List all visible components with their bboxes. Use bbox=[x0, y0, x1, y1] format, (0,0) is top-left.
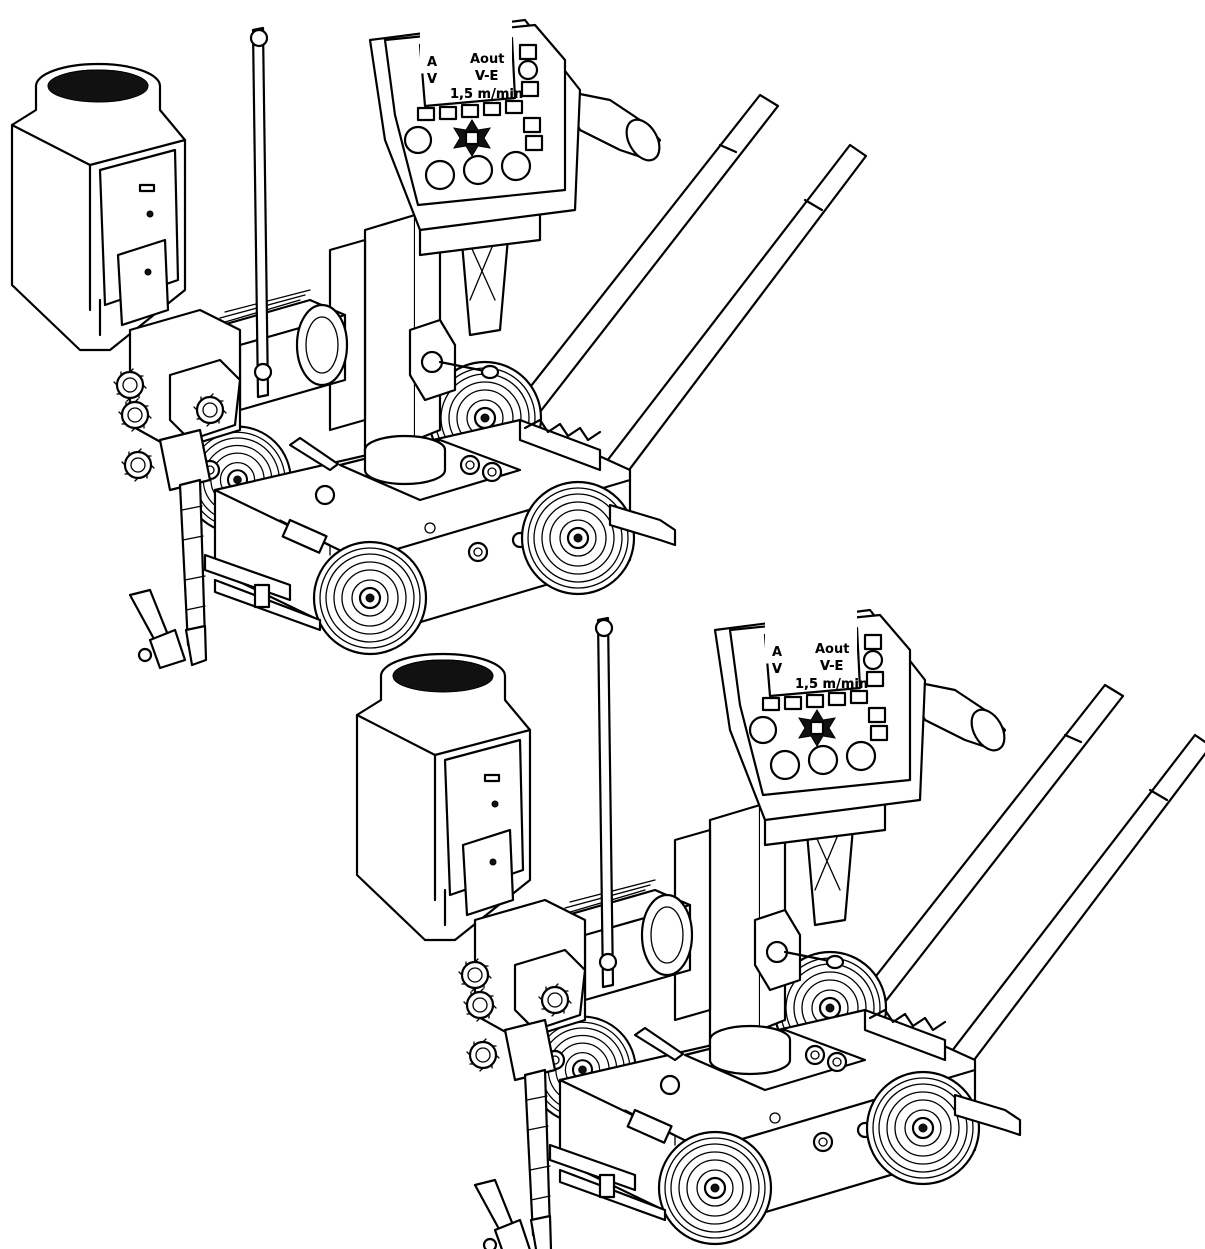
display-row2-label: V bbox=[772, 662, 782, 677]
welding-carriage-top-display: A Aout V V-E 1,5 m/min bbox=[420, 9, 523, 102]
welding-carriage-top bbox=[12, 20, 866, 668]
display-row3-value: 1,5 m/min bbox=[795, 677, 868, 692]
display-row2-value: V-E bbox=[820, 659, 843, 674]
display-row1-value: Aout bbox=[470, 52, 504, 67]
display-row2-label: V bbox=[427, 72, 437, 87]
welding-carriage-bottom bbox=[357, 610, 1205, 1249]
display-row2-value: V-E bbox=[475, 69, 498, 84]
display-row1-value: Aout bbox=[815, 642, 849, 657]
welding-carriage-bottom-display: A Aout V V-E 1,5 m/min bbox=[765, 599, 868, 692]
display-row1-label: A bbox=[427, 55, 437, 70]
display-row3-value: 1,5 m/min bbox=[450, 87, 523, 102]
display-row1-label: A bbox=[772, 645, 782, 660]
